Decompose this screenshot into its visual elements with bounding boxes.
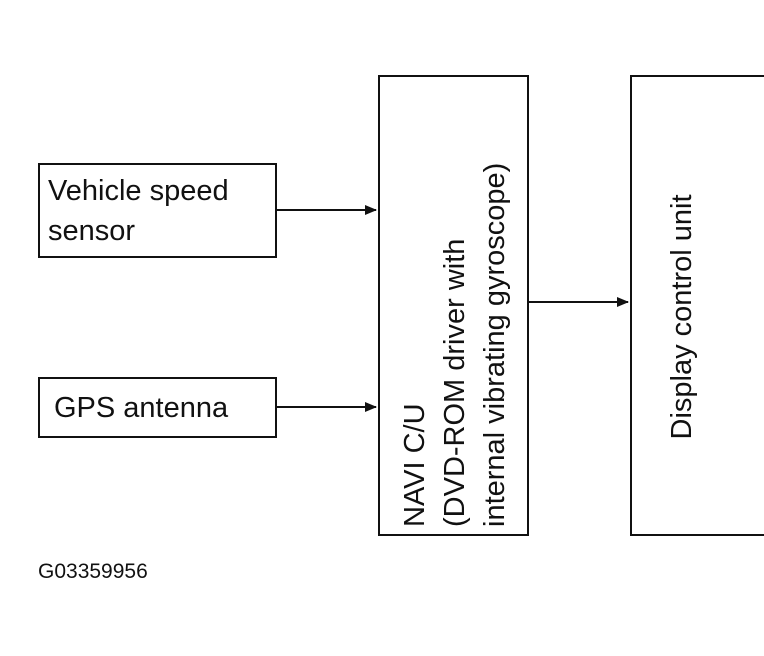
gps-antenna-box: GPS antenna [38,377,277,438]
navi-cu-box: NAVI C/U (DVD-ROM driver with internal v… [378,75,529,536]
display-control-unit-box: Display control unit [630,75,764,536]
figure-id: G03359956 [38,560,148,583]
gps-antenna-label: GPS antenna [54,392,229,424]
vehicle-speed-sensor-label-line1: Vehicle speed [48,175,229,207]
vehicle-speed-sensor-label-line2: sensor [48,215,136,247]
vehicle-speed-sensor-box: Vehicle speed sensor [38,163,277,258]
